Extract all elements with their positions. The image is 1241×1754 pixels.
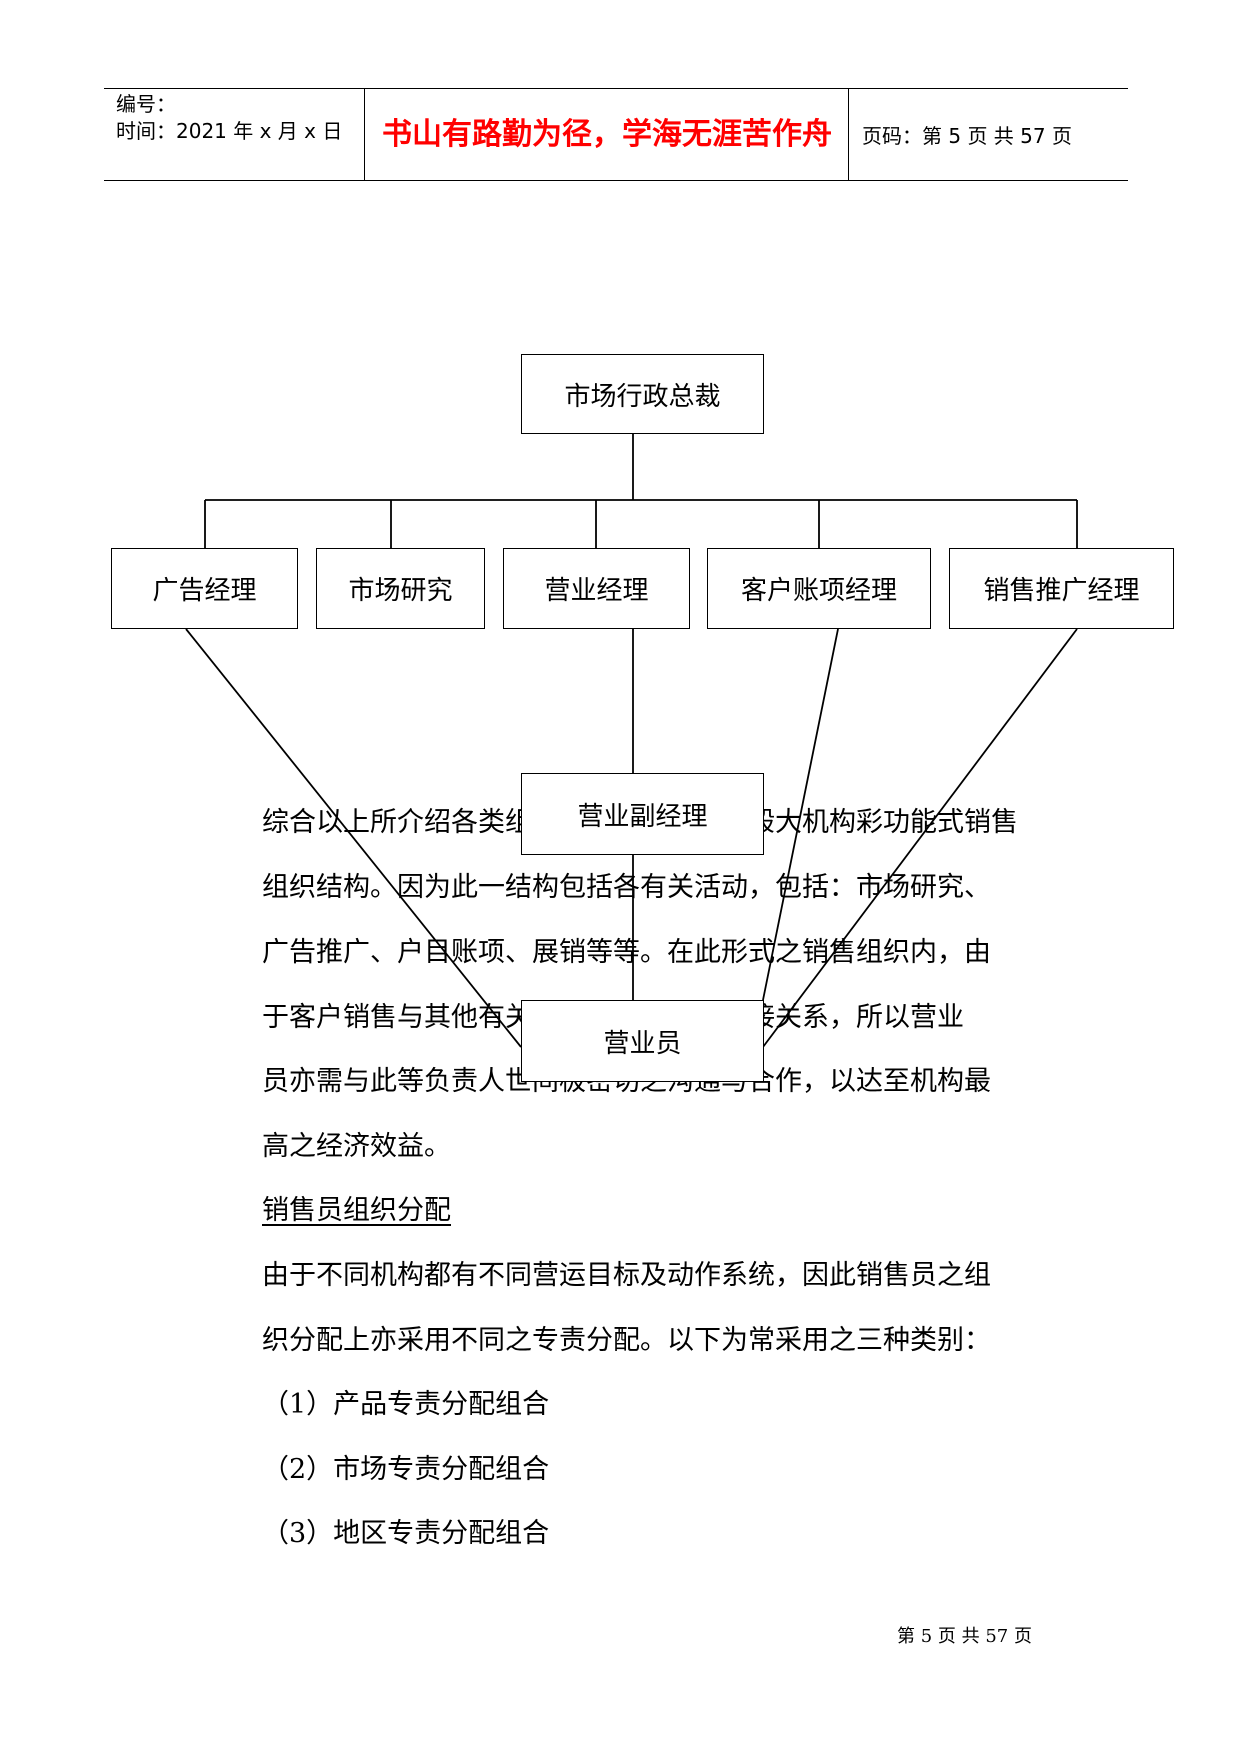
header-divider-right: [848, 88, 849, 181]
org-box-accounts-manager: 客户账项经理: [707, 548, 931, 629]
header-bottom-rule: [104, 180, 1128, 181]
header-number-label: 编号：: [116, 92, 176, 116]
org-box-market-research: 市场研究: [316, 548, 485, 629]
body-line-2: 组织结构。因为此一结构包括各有关活动，包括：市场研究、: [262, 872, 991, 903]
org-box-sales-manager: 营业经理: [503, 548, 690, 629]
list-item-3: （3）地区专责分配组合: [262, 1518, 550, 1549]
list-item-2: （2）市场专责分配组合: [262, 1454, 550, 1485]
section-heading: 销售员组织分配: [262, 1195, 451, 1226]
body-line-7: 由于不同机构都有不同营运目标及动作系统，因此销售员之组: [262, 1260, 991, 1291]
list-item-1: （1）产品专责分配组合: [262, 1389, 550, 1420]
connector-promotion-to-staff: [762, 628, 1078, 1048]
body-line-6: 高之经济效益。: [262, 1131, 451, 1162]
org-box-deputy-manager: 营业副经理: [521, 773, 764, 855]
header-motto: 书山有路勤为径，学海无涯苦作舟: [382, 117, 832, 152]
body-line-8: 织分配上亦采用不同之专责分配。以下为常采用之三种类别：: [262, 1325, 991, 1356]
header-top-rule: [104, 88, 1128, 89]
body-line-3: 广告推广、户目账项、展销等等。在此形式之销售组织内，由: [262, 937, 991, 968]
org-box-top: 市场行政总裁: [521, 354, 764, 434]
org-box-promotion-manager: 销售推广经理: [949, 548, 1174, 629]
org-box-advertising: 广告经理: [111, 548, 298, 629]
header-page-info: 页码：第 5 页 共 57 页: [862, 124, 1072, 148]
connector-advertising-to-staff: [185, 628, 522, 1048]
header-divider-left: [364, 88, 365, 181]
page-footer: 第 5 页 共 57 页: [897, 1626, 1032, 1647]
header-time-label: 时间：2021 年 x 月 x 日: [116, 119, 343, 143]
org-box-sales-staff: 营业员: [521, 1000, 764, 1082]
